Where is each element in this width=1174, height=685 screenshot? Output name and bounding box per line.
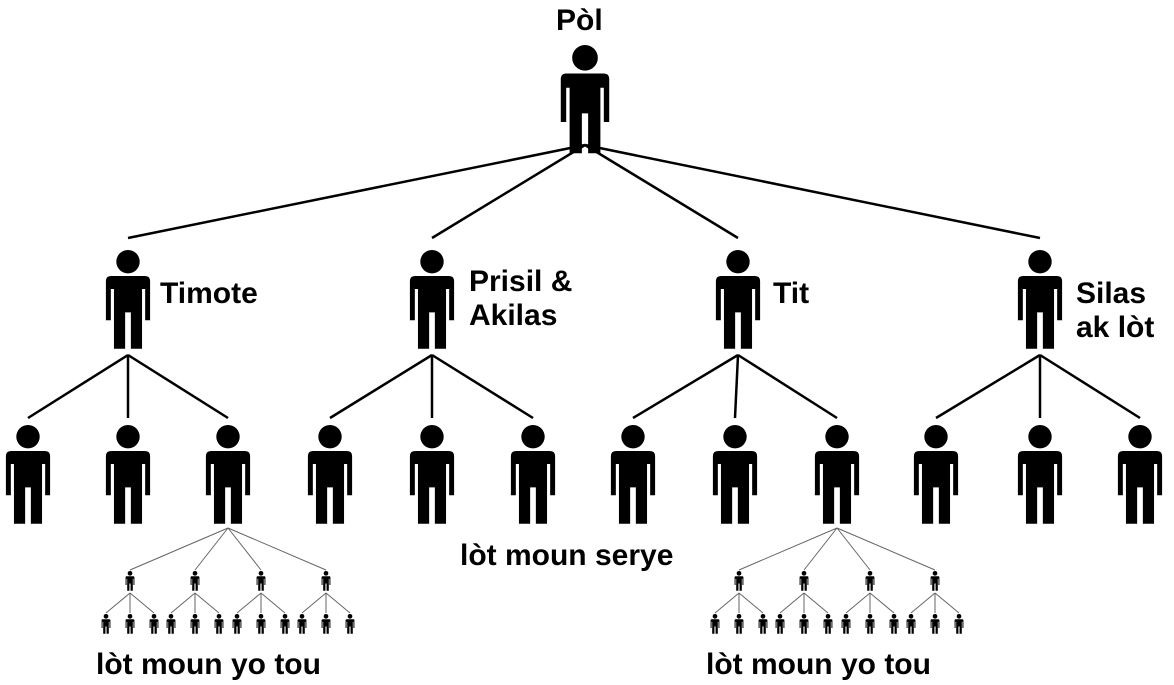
disciple-person-icon [307,425,353,524]
connector-line [127,143,586,240]
left-subtree-great-grandchild-person-icon [256,614,266,634]
right-subtree-connector-line [845,592,871,614]
left-subtree-connector-line [227,527,327,571]
left-subtree-connector-line [260,592,286,614]
left-subtree-great-grandchild-person-icon [280,614,290,634]
right-subtree-great-grandchild-person-icon [734,614,744,634]
right-subtree-connector-line [836,527,936,571]
right-subtree-connector-line [910,592,936,614]
disciple-person-icon [1017,425,1063,524]
disciple-person-icon [610,425,656,524]
connector-line [1039,353,1141,420]
connector-line [27,353,129,420]
connector-line [935,353,1041,420]
right-subtree-connector-line [803,592,829,614]
disciple-person-icon [409,425,455,524]
connector-line [584,143,739,240]
leader-person-icon [715,250,761,349]
right-subtree-grandchild-person-icon [734,571,744,591]
left-subtree-connector-line [227,527,262,571]
left-subtree-grandchild-person-icon [190,571,200,591]
right-subtree-great-grandchild-person-icon [823,614,833,634]
right-subtree-connector-line [869,592,895,614]
right-subtree-connector-line [714,592,740,614]
connector-line [632,353,739,420]
left-subtree-connector-line [170,592,196,614]
connector-line [584,143,1041,240]
disciple-person-icon [205,425,251,524]
right-subtree-connector-line [836,527,871,571]
right-subtree-great-grandchild-person-icon [775,614,785,634]
leader-person-icon [409,250,455,349]
right-subtree-connector-line [738,592,764,614]
disciple-person-icon [712,425,758,524]
right-subtree-grandchild-person-icon [865,571,875,591]
left-subtree-great-grandchild-person-icon [125,614,135,634]
root-person-icon [560,45,610,154]
connector-line [733,354,740,419]
right-subtree-grandchild-person-icon [930,571,940,591]
connector-line [431,353,534,420]
left-subtree-great-grandchild-person-icon [321,614,331,634]
right-subtree-great-grandchild-person-icon [758,614,768,634]
leader-label-prisil-akilas: Prisil & Akilas [469,265,573,332]
connector-line [737,353,838,420]
right-subtree-connector-line [738,527,838,571]
disciple-person-icon [5,425,51,524]
right-subtree-great-grandchild-person-icon [799,614,809,634]
left-subtree-great-grandchild-person-icon [190,614,200,634]
left-subtree-connector-line [194,592,220,614]
right-subtree-great-grandchild-person-icon [710,614,720,634]
right-subtree-connector-line [803,527,838,571]
middle-caption: lòt moun serye [460,539,674,572]
left-subtree-connector-line [129,527,229,571]
leader-person-icon [1017,250,1063,349]
right-subtree-connector-line [779,592,805,614]
left-subtree-connector-line [301,592,327,614]
left-subtree-connector-line [236,592,262,614]
connector-line [329,353,433,420]
left-subtree-connector-line [194,527,229,571]
disciple-person-icon [814,425,860,524]
left-subtree-great-grandchild-person-icon [149,614,159,634]
left-subtree-great-grandchild-person-icon [214,614,224,634]
right-subtree-great-grandchild-person-icon [865,614,875,634]
leader-label-timote: Timote [160,277,258,310]
leader-label-silas: Silas ak lòt [1076,277,1155,344]
left-subtree-connector-line [129,592,155,614]
left-subtree-grandchild-person-icon [125,571,135,591]
right-subtree-great-grandchild-person-icon [954,614,964,634]
left-subtree-connector-line [325,592,351,614]
right-subtree-great-grandchild-person-icon [930,614,940,634]
left-subtree-grandchild-person-icon [256,571,266,591]
left-subtree-connector-line [105,592,131,614]
root-label: Pòl [556,4,603,37]
right-subtree-great-grandchild-person-icon [889,614,899,634]
right-subtree-great-grandchild-person-icon [906,614,916,634]
connector-line [127,353,229,420]
disciple-person-icon [913,425,959,524]
left-subtree-great-grandchild-person-icon [232,614,242,634]
left-subtree-great-grandchild-person-icon [101,614,111,634]
right-subtree-grandchild-person-icon [799,571,809,591]
disciple-person-icon [510,425,556,524]
left-subtree-great-grandchild-person-icon [345,614,355,634]
bottom-caption-right: lòt moun yo tou [706,648,931,681]
disciple-person-icon [105,425,151,524]
left-subtree-great-grandchild-person-icon [166,614,176,634]
leader-label-tit: Tit [773,277,810,310]
leader-person-icon [105,250,151,349]
right-subtree-great-grandchild-person-icon [841,614,851,634]
right-subtree-connector-line [934,592,960,614]
disciple-person-icon [1117,425,1163,524]
left-subtree-great-grandchild-person-icon [297,614,307,634]
bottom-caption-left: lòt moun yo tou [96,648,321,681]
connector-line [431,143,586,240]
left-subtree-grandchild-person-icon [321,571,331,591]
